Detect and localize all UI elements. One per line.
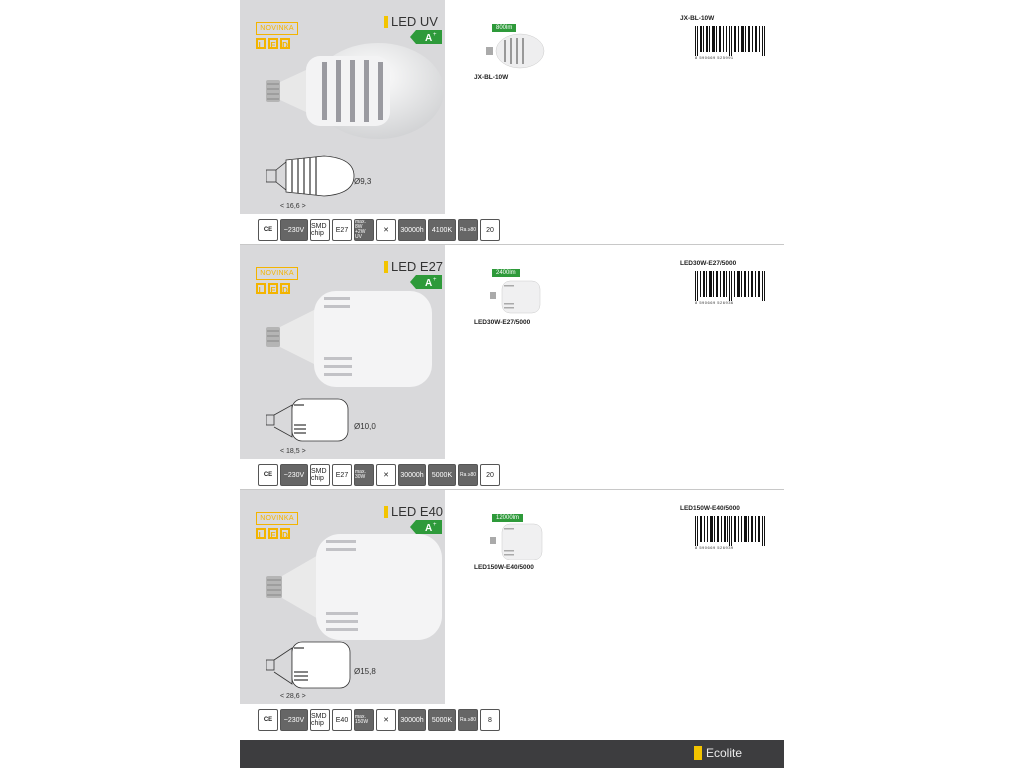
bulb-dimension-drawing	[266, 641, 351, 689]
product-title: LED UV	[384, 14, 438, 29]
uv-bulb-image	[266, 43, 444, 139]
product-image-panel: NOVINKA L E D LED E40 A +	[240, 490, 445, 704]
brand-name: Ecolite	[706, 746, 743, 760]
smd-chip-icon: SMD chip	[310, 219, 330, 241]
product-image-panel: NOVINKA L E D LED E27 A +	[240, 245, 445, 459]
cri-icon: Ra ≥80	[458, 219, 478, 241]
novinka-badge: NOVINKA	[256, 512, 298, 525]
product-code: JX-BL-10W	[474, 74, 509, 81]
catalog-page: NOVINKA L E D LED UV A +	[240, 0, 784, 768]
diameter-label: Ø15,8	[354, 667, 376, 676]
product-title: LED E40	[384, 504, 443, 519]
socket-icon: E40	[332, 709, 352, 731]
lifetime-icon: 30000h	[398, 709, 426, 731]
spec-icons-row: CE ~230V SMD chip E27 max. 30W ✕ 30000h …	[258, 463, 500, 487]
energy-class-badge: A +	[410, 30, 442, 44]
barcode	[695, 26, 765, 56]
lifetime-icon: 30000h	[398, 219, 426, 241]
lumens-badge: 2400lm	[492, 269, 520, 277]
barcode	[695, 271, 765, 301]
voltage-icon: ~230V	[280, 464, 308, 486]
color-temperature-icon: 5000K	[428, 464, 456, 486]
diameter-label: Ø9,3	[354, 177, 372, 186]
product-section-led-uv: NOVINKA L E D LED UV A +	[240, 0, 784, 245]
max-power-icon: max. 30W	[354, 464, 374, 486]
barcode-number: 8 590669 526936	[695, 300, 734, 305]
product-code: LED30W-E27/5000	[474, 319, 531, 326]
diameter-label: Ø10,0	[354, 422, 376, 431]
length-label: < 16,6 >	[280, 203, 306, 210]
svg-text:+: +	[433, 277, 437, 283]
color-temperature-icon: 4100K	[428, 219, 456, 241]
package-count-icon: 8	[480, 709, 500, 731]
led-logo: L E D	[256, 528, 290, 540]
cri-icon: Ra ≥80	[458, 709, 478, 731]
spec-icons-row: CE ~230V SMD chip E40 max. 150W ✕ 30000h…	[258, 708, 500, 732]
product-code: LED150W-E40/5000	[474, 564, 534, 571]
svg-text:A: A	[425, 33, 432, 44]
cri-icon: Ra ≥80	[458, 464, 478, 486]
product-thumbnail	[490, 523, 543, 560]
svg-text:A: A	[425, 523, 432, 534]
voltage-icon: ~230V	[280, 709, 308, 731]
barcode-number: 8 590669 526939	[695, 545, 734, 550]
product-section-led-e27: NOVINKA L E D LED E27 A +	[240, 245, 784, 490]
e27-bulb-image	[266, 291, 432, 387]
e40-bulb-image	[266, 534, 442, 640]
section-divider	[240, 489, 784, 490]
novinka-badge: NOVINKA	[256, 22, 298, 35]
svg-text:+: +	[433, 522, 437, 528]
product-section-led-e40: NOVINKA L E D LED E40 A +	[240, 490, 784, 735]
product-image-panel: NOVINKA L E D LED UV A +	[240, 0, 445, 214]
max-power-icon: max. 8W +2W UV	[354, 219, 374, 241]
no-disposal-icon: ✕	[376, 464, 396, 486]
ce-mark-icon: CE	[258, 219, 278, 241]
smd-chip-icon: SMD chip	[310, 464, 330, 486]
ce-mark-icon: CE	[258, 464, 278, 486]
title-marker	[384, 15, 388, 28]
led-logo: L E D	[256, 283, 290, 295]
length-label: < 18,5 >	[280, 448, 306, 455]
brand-logo: Ecolite	[694, 746, 742, 760]
no-disposal-icon: ✕	[376, 219, 396, 241]
sku-label: LED150W-E40/5000	[680, 505, 740, 512]
spec-icons-row: CE ~230V SMD chip E27 max. 8W +2W UV ✕ 3…	[258, 218, 500, 242]
lumens-badge: 12000lm	[492, 514, 524, 522]
product-thumbnail	[490, 280, 541, 314]
sku-label: JX-BL-10W	[680, 15, 715, 22]
svg-text:+: +	[433, 32, 437, 38]
bulb-dimension-drawing	[266, 398, 349, 442]
bulb-dimension-drawing	[266, 155, 355, 197]
socket-icon: E27	[332, 464, 352, 486]
led-logo: L E D	[256, 38, 290, 50]
energy-class-badge: A +	[410, 275, 442, 289]
socket-icon: E27	[332, 219, 352, 241]
page-footer: Ecolite	[240, 740, 784, 768]
section-divider	[240, 244, 784, 245]
no-disposal-icon: ✕	[376, 709, 396, 731]
brand-mark-icon	[694, 746, 702, 760]
title-marker	[384, 260, 388, 273]
package-count-icon: 20	[480, 464, 500, 486]
barcode	[695, 516, 765, 546]
sku-label: LED30W-E27/5000	[680, 260, 737, 267]
novinka-badge: NOVINKA	[256, 267, 298, 280]
smd-chip-icon: SMD chip	[310, 709, 330, 731]
title-marker	[384, 505, 388, 518]
color-temperature-icon: 5000K	[428, 709, 456, 731]
lifetime-icon: 30000h	[398, 464, 426, 486]
energy-class-badge: A +	[410, 520, 442, 534]
product-title: LED E27	[384, 259, 443, 274]
product-thumbnail	[486, 33, 545, 69]
voltage-icon: ~230V	[280, 219, 308, 241]
svg-text:A: A	[425, 278, 432, 289]
barcode-number: 8 590669 525991	[695, 55, 734, 60]
max-power-icon: max. 150W	[354, 709, 374, 731]
ce-mark-icon: CE	[258, 709, 278, 731]
lumens-badge: 800lm	[492, 24, 517, 32]
length-label: < 28,6 >	[280, 693, 306, 700]
package-count-icon: 20	[480, 219, 500, 241]
